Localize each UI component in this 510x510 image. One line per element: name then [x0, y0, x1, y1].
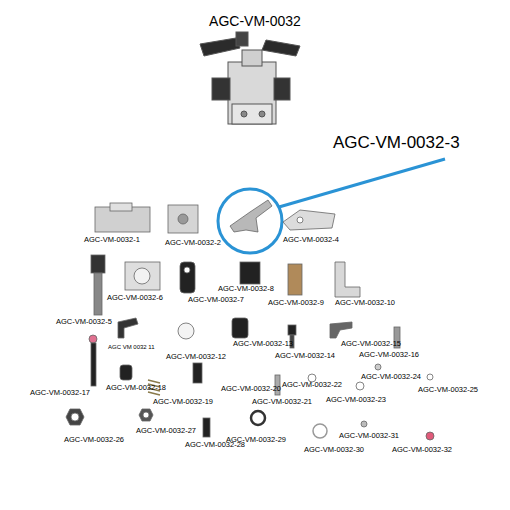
part-number: AGC-VM-0032-18	[106, 384, 166, 392]
part-number: AGC-VM-0032-7	[188, 296, 244, 304]
part-number: AGC-VM-0032-30	[304, 446, 364, 454]
leader-line	[279, 159, 445, 207]
part-number: AGC-VM-0032-29	[226, 436, 286, 444]
title: AGC-VM-0032	[209, 14, 301, 29]
part-number: AGC-VM-0032-26	[64, 436, 124, 444]
part-number: AGC-VM-0032-4	[283, 236, 339, 244]
part-number: AGC-VM-0032-15	[341, 340, 401, 348]
part-number: AGC-VM-0032-25	[418, 386, 478, 394]
part-number: AGC-VM-0032-24	[361, 373, 421, 381]
part-number: AGC-VM-0032-17	[30, 389, 90, 397]
part-number: AGC VM 0032 11	[108, 344, 155, 351]
part-number: AGC-VM-0032-10	[335, 299, 395, 307]
part-number: AGC-VM-0032-12	[166, 353, 226, 361]
assembly-picture	[200, 32, 300, 124]
part-number: AGC-VM-0032-6	[107, 294, 163, 302]
part-number: AGC-VM-0032-1	[84, 236, 140, 244]
part-number: AGC-VM-0032-19	[153, 398, 213, 406]
part-number: AGC-VM-0032-16	[359, 351, 419, 359]
part-number: AGC-VM-0032-22	[282, 381, 342, 389]
part-number: AGC-VM-0032-32	[392, 446, 452, 454]
part-number: AGC-VM-0032-9	[268, 299, 324, 307]
part-number: AGC-VM-0032-13	[233, 340, 293, 348]
part-number: AGC-VM-0032-20	[221, 385, 281, 393]
part-number: AGC-VM-0032-31	[339, 432, 399, 440]
callout-label: AGC-VM-0032-3	[333, 134, 460, 153]
part-number: AGC-VM-0032-27	[136, 427, 196, 435]
part-number: AGC-VM-0032-21	[252, 398, 312, 406]
part-number: AGC-VM-0032-2	[165, 239, 221, 247]
part-number: AGC-VM-0032-5	[56, 318, 112, 326]
part-number: AGC-VM-0032-14	[275, 352, 335, 360]
part-number: AGC-VM-0032-23	[326, 396, 386, 404]
part-number: AGC-VM-0032-8	[218, 285, 274, 293]
callout-circle	[218, 189, 282, 253]
part-pictures	[66, 200, 434, 440]
